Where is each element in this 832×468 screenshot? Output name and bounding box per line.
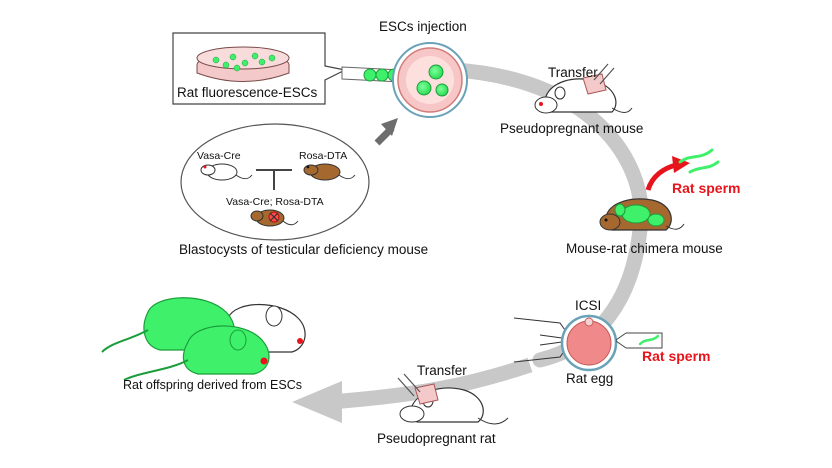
chimera-mouse-label: Mouse-rat chimera mouse — [566, 241, 723, 256]
sperm-collection-arrow — [645, 156, 690, 191]
gfp-cell-colonies — [212, 52, 276, 72]
green-sperm-top — [678, 148, 720, 174]
sperm-pipette — [615, 332, 663, 349]
rat-fluorescence-escs-label: Rat fluorescence-ESCs — [177, 85, 318, 100]
pointer-arrow — [374, 118, 398, 146]
pseudopregnant-mouse — [534, 63, 633, 114]
cycle-arrowhead — [292, 381, 342, 423]
chimera-mouse — [599, 198, 685, 231]
transfer-bottom-label: Transfer — [417, 363, 467, 378]
cross-symbol — [256, 169, 292, 190]
blastocysts-label: Blastocysts of testicular deficiency mou… — [179, 242, 429, 257]
rat-egg-label: Rat egg — [566, 371, 614, 386]
vasa-cre-mouse — [200, 163, 253, 181]
rat-sperm-bottom-label: Rat sperm — [642, 348, 711, 364]
vasa-cre-rosa-dta-label: Vasa-Cre; Rosa-DTA — [226, 196, 324, 208]
icsi-label: ICSI — [575, 298, 602, 313]
deficient-offspring-mouse — [250, 209, 299, 227]
vasa-cre-label: Vasa-Cre — [197, 150, 241, 162]
escs-injection-label: ESCs injection — [379, 19, 467, 34]
transfer-top-label: Transfer — [548, 65, 598, 80]
icsi-egg — [513, 314, 618, 372]
pseudopregnant-rat-label: Pseudopregnant rat — [377, 431, 496, 446]
pseudopregnant-mouse-label: Pseudopregnant mouse — [500, 121, 644, 136]
rosa-dta-mouse — [303, 163, 356, 181]
rat-offspring-group — [101, 297, 306, 381]
rat-sperm-top-label: Rat sperm — [672, 180, 741, 196]
pseudopregnant-rat — [397, 373, 509, 425]
rosa-dta-label: Rosa-DTA — [299, 150, 348, 162]
injection-pipette — [341, 66, 403, 83]
petri-dish-callout — [172, 32, 347, 105]
rat-offspring-label: Rat offspring derived from ESCs — [123, 378, 303, 392]
blastocyst-injection — [392, 42, 468, 118]
